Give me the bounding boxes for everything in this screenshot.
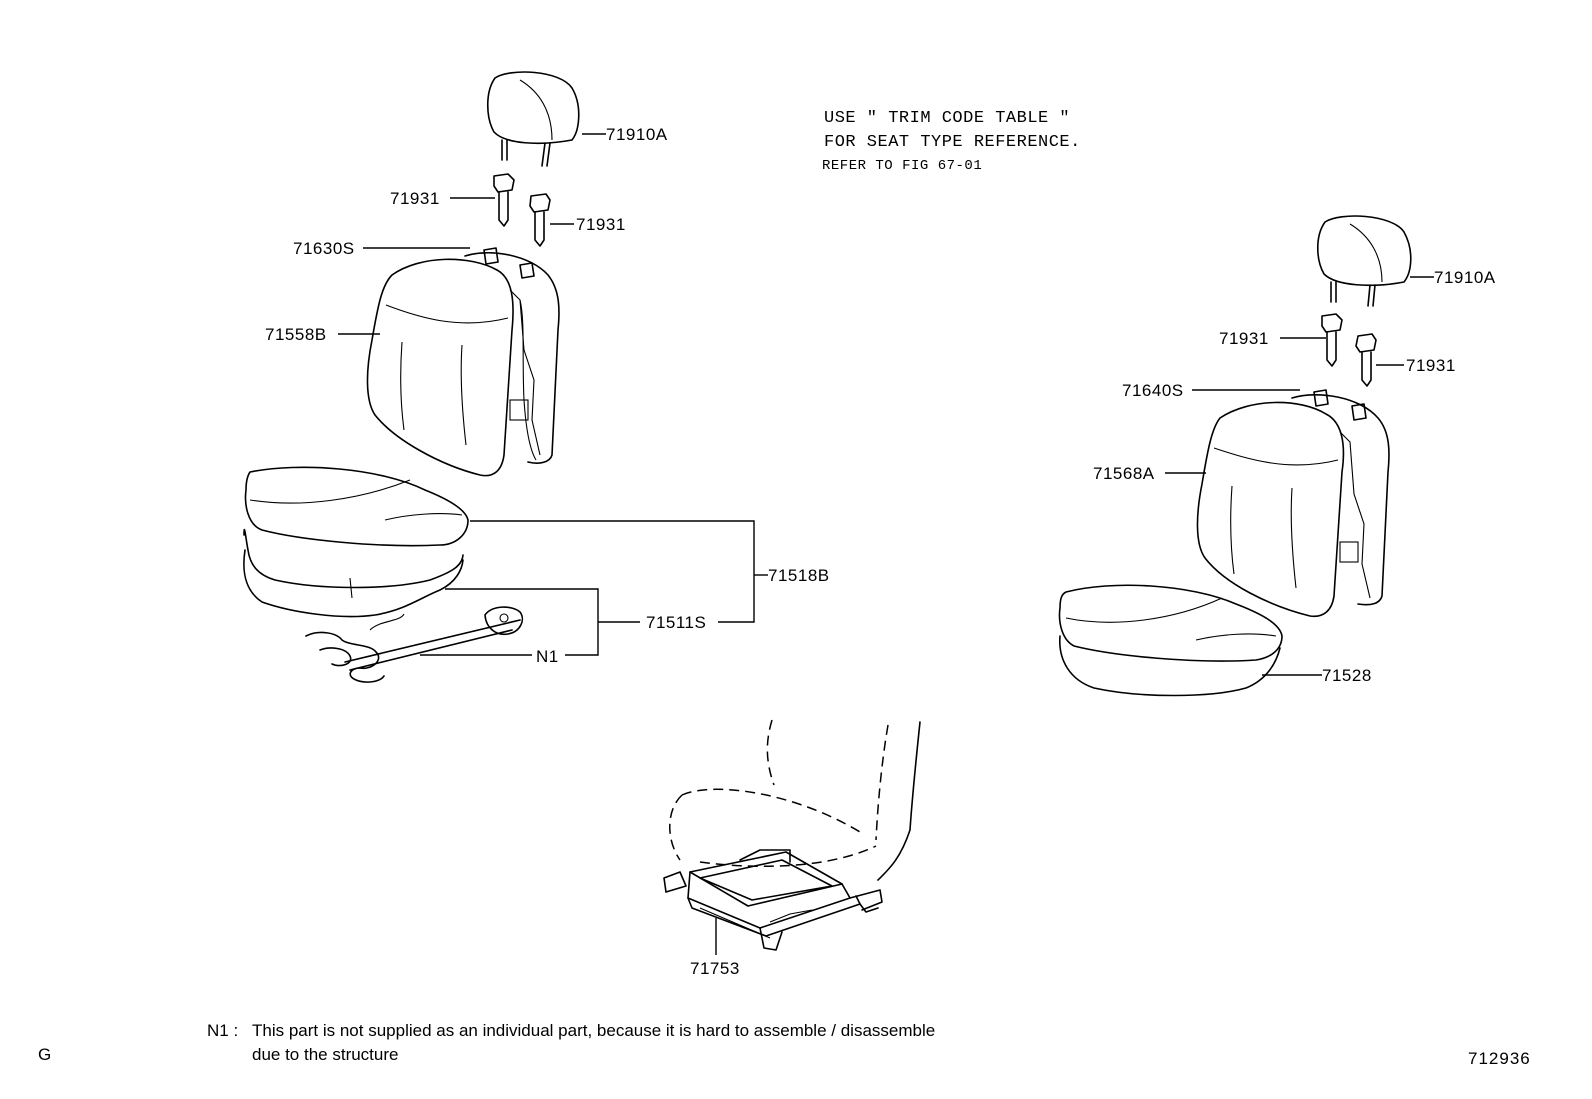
cushion-right-shape: [1058, 584, 1322, 697]
footnote-line-1: This part is not supplied as an individu…: [252, 1021, 936, 1040]
footnote-prefix: N1 :: [207, 1021, 239, 1040]
label-back-cover-left: 71558B: [265, 325, 327, 344]
note-line-1: USE " TRIM CODE TABLE ": [824, 109, 1071, 128]
label-frame-right: 71640S: [1122, 381, 1184, 400]
headrest-left-shape: [486, 71, 606, 167]
label-headrest-left: 71910A: [606, 125, 668, 144]
leader-lines-left: [420, 520, 768, 656]
label-seat-track: 71753: [690, 959, 740, 978]
cushion-frame-left-shape: [305, 606, 524, 683]
label-headrest-right: 71910A: [1434, 268, 1496, 287]
corner-code-left: G: [38, 1045, 52, 1064]
cushion-left-shape: [243, 466, 469, 618]
label-back-cover-right: 71568A: [1093, 464, 1155, 483]
seatback-right-shape: [1165, 389, 1390, 618]
figure-number: 712936: [1468, 1049, 1531, 1068]
label-guide-left-b: 71931: [576, 215, 626, 234]
label-frame-left: 71630S: [293, 239, 355, 258]
label-cushion-right: 71528: [1322, 666, 1372, 685]
footnote-line-2: due to the structure: [252, 1045, 399, 1064]
label-guide-right-a: 71931: [1219, 329, 1269, 348]
label-guide-right-b: 71931: [1406, 356, 1456, 375]
label-cushion-frame-left: 71511S: [646, 613, 707, 632]
guide-right-shapes: [1280, 313, 1404, 387]
note-line-2: FOR SEAT TYPE REFERENCE.: [824, 133, 1081, 152]
seat-track-shape: [663, 719, 921, 955]
headrest-right-shape: [1316, 215, 1434, 307]
label-n1: N1: [536, 647, 559, 666]
guide-left-shapes: [450, 173, 574, 247]
seatback-left-shape: [338, 247, 560, 477]
note-line-3: REFER TO FIG 67-01: [822, 158, 983, 174]
label-cushion-assy-left: 71518B: [768, 566, 830, 585]
label-guide-left-a: 71931: [390, 189, 440, 208]
